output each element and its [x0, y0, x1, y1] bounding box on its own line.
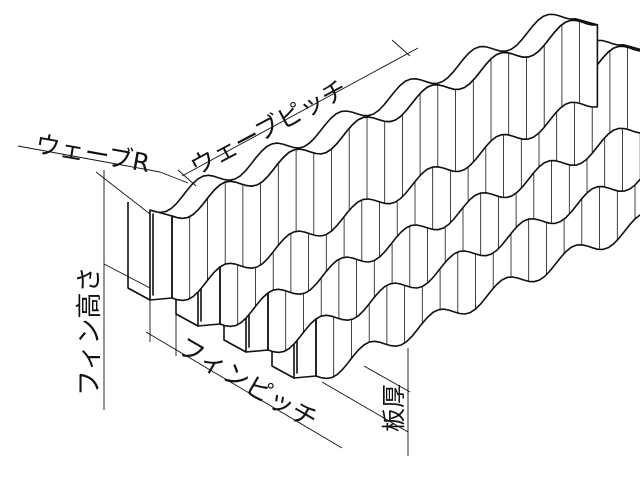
fin-height-label: フィン高さ: [75, 267, 105, 396]
fin-cross-section: [127, 202, 151, 301]
fin-height-extension-top: [95, 171, 151, 215]
plate-thickness-label: 板厚: [380, 384, 408, 432]
fin-pitch-label: フィンピッチ: [173, 332, 323, 436]
fin-pitch-dimension-line: [145, 331, 343, 449]
dimension-lines: [17, 39, 419, 456]
thickness-extension-line: [321, 381, 409, 433]
wave-pitch-extension-left: [177, 169, 197, 187]
wave-r-leader-tip: [159, 171, 189, 184]
thickness-extension-top: [363, 365, 411, 393]
wave-pitch-extension-right: [391, 39, 411, 57]
wave-r-leader: [17, 145, 161, 173]
wave-r-label: ウェーブR: [33, 129, 152, 178]
fin-height-extension-mid: [103, 263, 151, 289]
wavy-fin-body: [127, 13, 640, 380]
wave-pitch-dimension-line: [181, 47, 419, 177]
fin-end-edge: [149, 213, 173, 301]
